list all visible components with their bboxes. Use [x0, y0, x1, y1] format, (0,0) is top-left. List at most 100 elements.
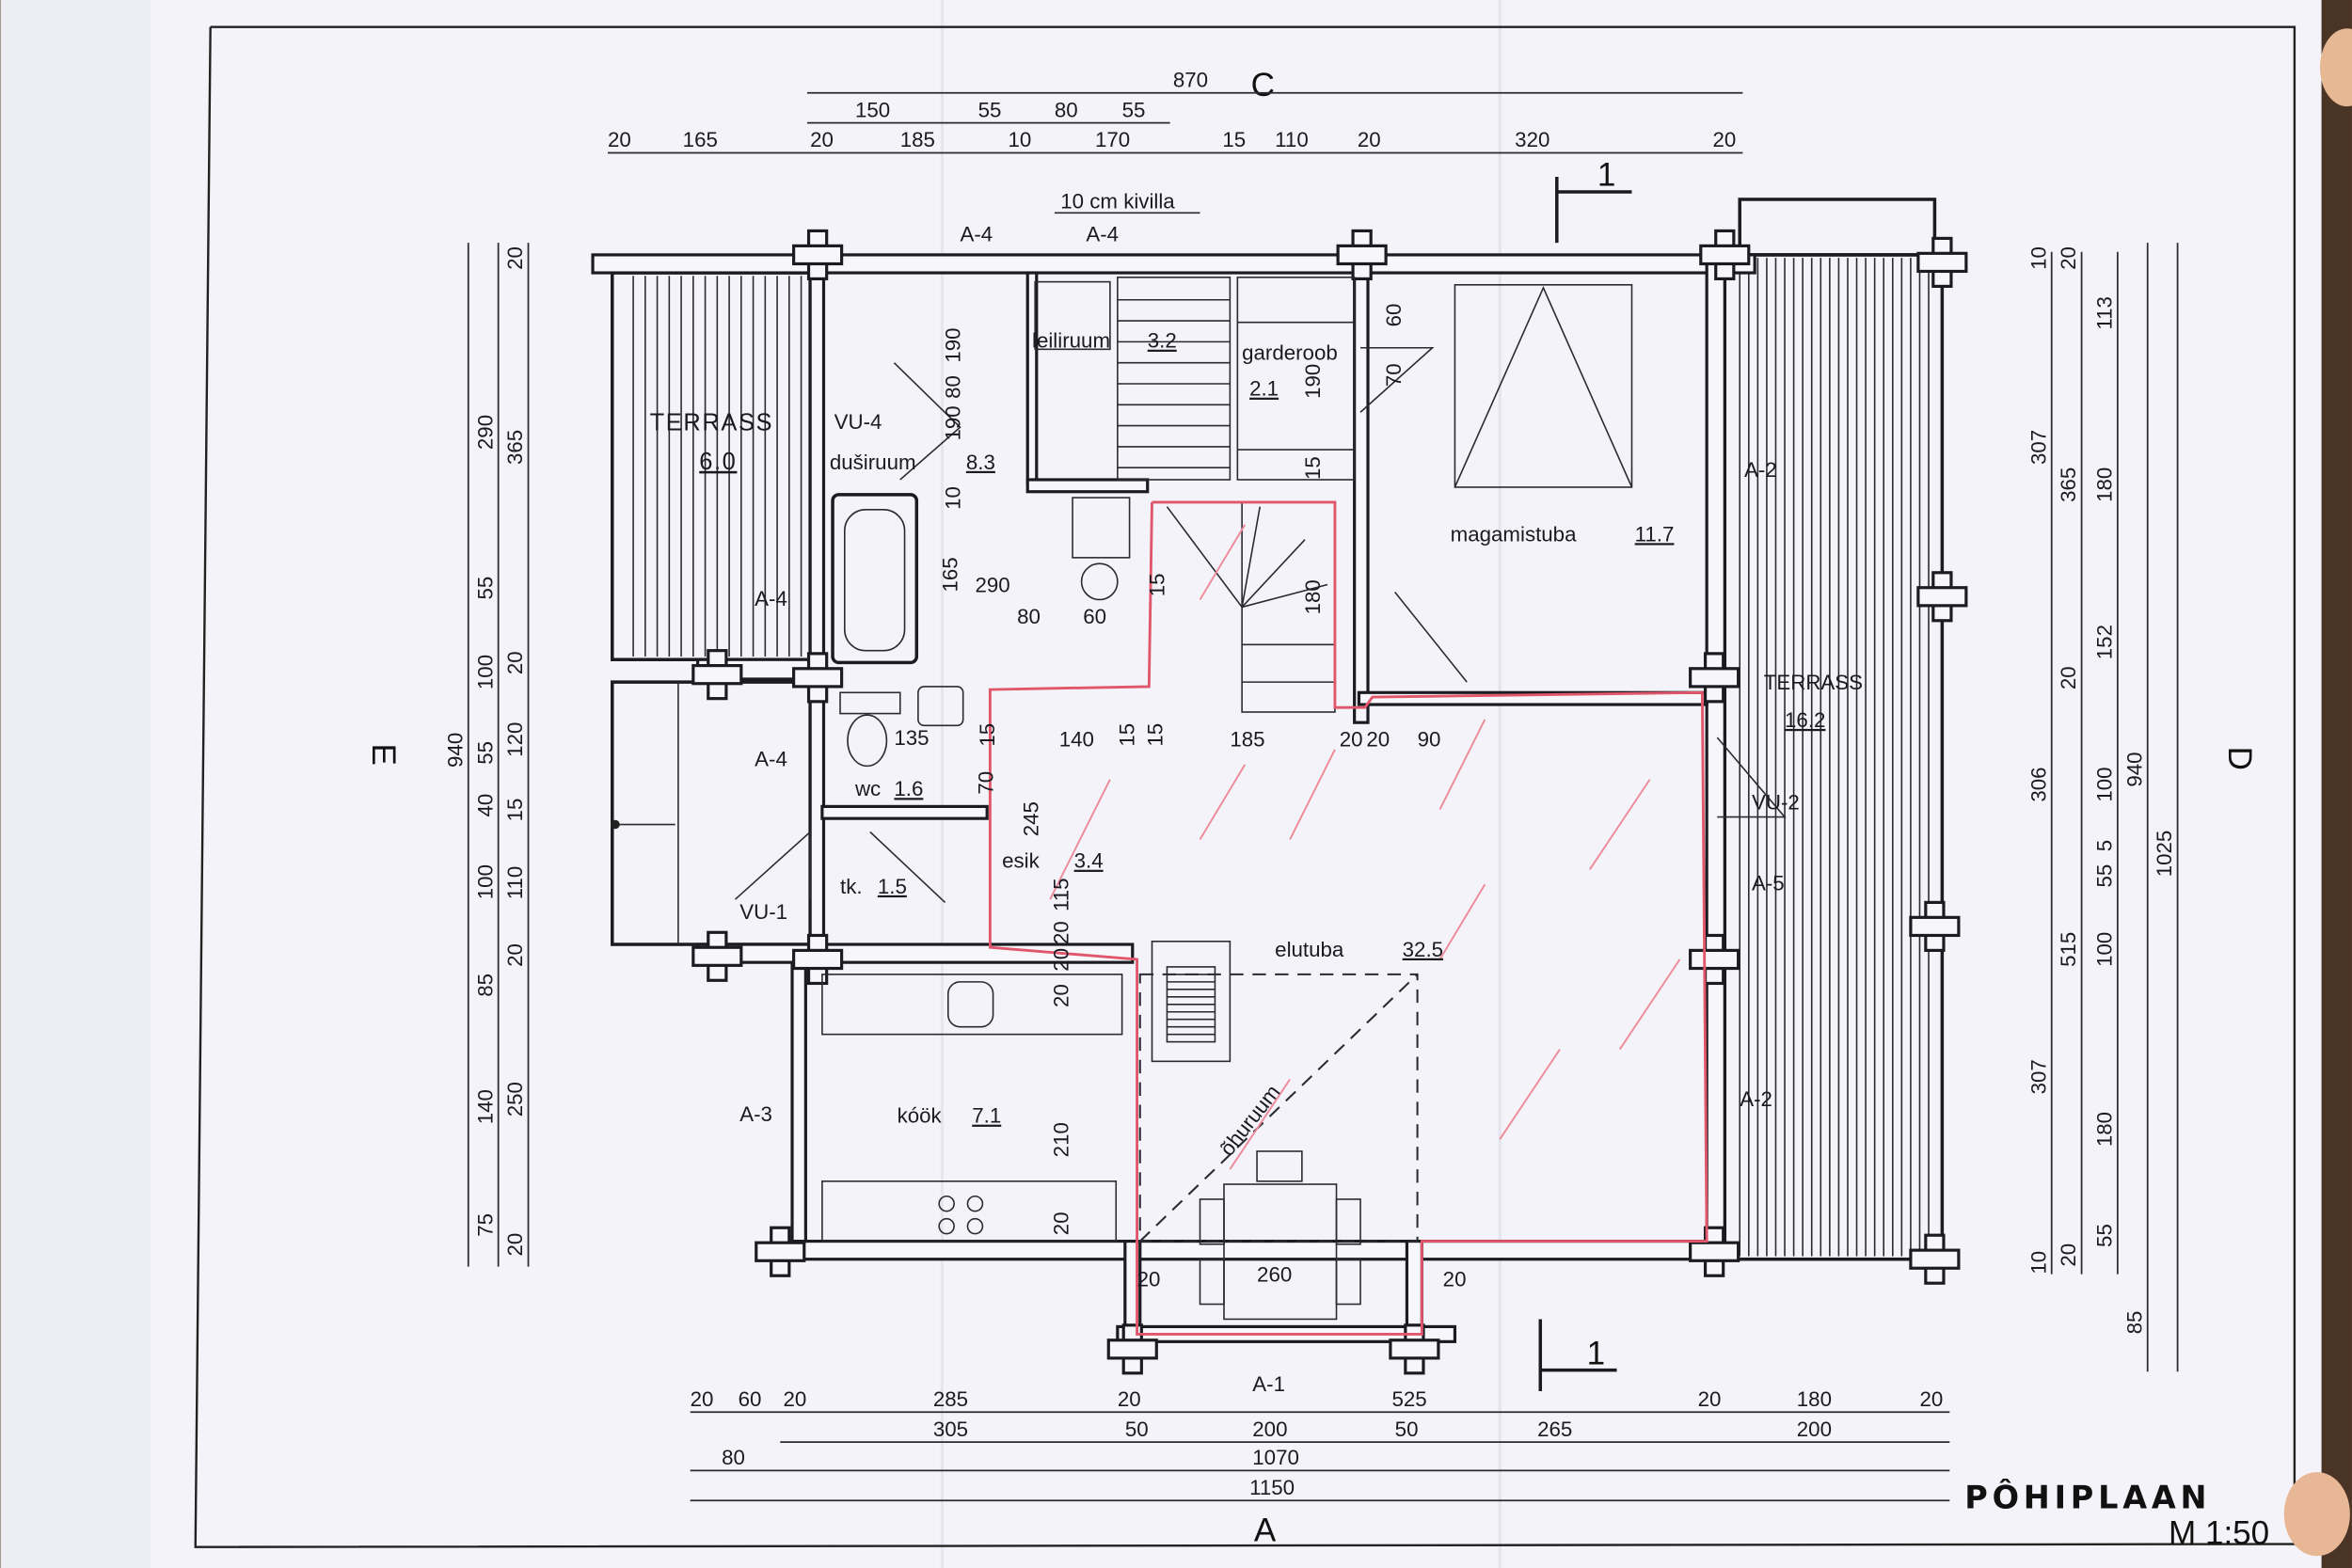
interior-dimension-value: 180: [1301, 579, 1325, 614]
dimension-value: 20: [810, 128, 834, 151]
dimension-value: 110: [1275, 128, 1309, 151]
window-label: A-4: [755, 587, 787, 610]
drawing-title: PÔHIPLAAN: [1964, 1478, 2211, 1515]
dimension-value: 150: [855, 98, 890, 121]
dimension-value: 1070: [1252, 1446, 1299, 1469]
dimension-value: 75: [473, 1213, 497, 1237]
interior-dimension-value: 70: [1382, 363, 1406, 387]
side-label-left: E: [365, 743, 402, 765]
dimension-value: 55: [2092, 864, 2116, 888]
dimension-value: 100: [2092, 932, 2116, 967]
open-void-outline: [1138, 973, 1419, 1243]
dimension-value: 20: [2057, 1243, 2080, 1267]
interior-dimension-value: 190: [942, 405, 965, 440]
insulation-note: 10 cm kivilla: [1060, 190, 1175, 214]
dimension-value: 20: [2057, 666, 2080, 689]
dimension-value: 15: [1222, 128, 1246, 151]
sink: [917, 686, 964, 727]
dimension-value: 185: [900, 128, 935, 151]
dimension-value: 140: [473, 1089, 497, 1124]
dimension-value: 55: [978, 98, 1002, 121]
dimension-value: 365: [2057, 467, 2080, 502]
wardrobe: [1236, 277, 1356, 481]
interior-dimension-value: 20: [1443, 1267, 1467, 1291]
dimension-value: 306: [2026, 767, 2050, 801]
toilet: [847, 714, 888, 768]
dimension-value: 180: [2092, 467, 2116, 502]
svg-text:1: 1: [1597, 157, 1616, 194]
bed: [1454, 284, 1633, 488]
dimension-value: 515: [2057, 932, 2080, 967]
dimension-value: 55: [473, 741, 497, 765]
svg-text:1: 1: [1587, 1335, 1605, 1371]
dimension-value: 110: [503, 866, 527, 900]
dimension-value: 50: [1125, 1418, 1149, 1441]
dimension-value: 40: [473, 794, 497, 817]
dimension-value: 265: [1537, 1418, 1572, 1441]
room-name: esik: [1002, 849, 1041, 873]
room-name: magamistuba: [1451, 522, 1577, 546]
interior-dimension-value: 60: [1382, 304, 1406, 327]
interior-dimension-value: 20: [1366, 728, 1390, 752]
window-label: A-4: [1086, 223, 1119, 246]
dimension-value: 50: [1395, 1418, 1419, 1441]
dimension-value: 120: [503, 722, 527, 757]
side-label-top: C: [1251, 67, 1275, 103]
interior-dimension-value: 15: [976, 723, 999, 747]
interior-dimension-value: 80: [942, 375, 965, 399]
fireplace: [1151, 941, 1232, 1063]
dimension-value: 200: [1797, 1418, 1832, 1441]
dimension-value: 55: [2092, 1224, 2116, 1247]
window-label: A-4: [755, 747, 787, 770]
dimension-value: 10: [1009, 128, 1032, 151]
dimension-value: 365: [503, 430, 527, 465]
interior-dimension-value: 185: [1230, 728, 1264, 752]
dimension-value: 20: [1919, 1387, 1943, 1411]
dimension-value: 85: [2122, 1311, 2146, 1335]
interior-dimension-value: 20: [1049, 948, 1073, 972]
dimension-value: 170: [1095, 128, 1130, 151]
walls: [591, 229, 1968, 1375]
dimension-value: 100: [2092, 767, 2116, 801]
window-label: A-2: [1740, 1087, 1772, 1111]
dimension-value: 80: [722, 1446, 745, 1469]
room-area: 16.2: [1785, 708, 1825, 732]
side-label-right: D: [2221, 747, 2258, 770]
dimension-value: 10: [2026, 246, 2050, 270]
dimension-value: 165: [683, 128, 718, 151]
room-area: 6.0: [699, 449, 737, 475]
room-area: 3.4: [1074, 849, 1104, 873]
finger: [2283, 1472, 2350, 1557]
interior-dimension-value: 245: [1019, 801, 1042, 836]
interior-dimension-value: 190: [1301, 364, 1325, 399]
room-name: kóök: [898, 1104, 943, 1128]
room-area: 1.5: [878, 875, 907, 898]
wood-table-edge: [2321, 0, 2352, 1568]
interior-dimension-value: 20: [1049, 921, 1073, 944]
interior-dimension-value: 20: [1049, 984, 1073, 1007]
dimension-value: 290: [473, 415, 497, 450]
dimension-value: 85: [473, 974, 497, 997]
dimension-value: 320: [1515, 128, 1549, 151]
window-label: A-1: [1252, 1372, 1285, 1396]
fixtures: [734, 277, 1787, 1321]
dimension-value: 5: [2092, 840, 2116, 851]
dimension-value: 100: [473, 864, 497, 899]
dimension-value: 152: [2092, 625, 2116, 659]
interior-dimension-value: 20: [1340, 728, 1363, 752]
room-area: 8.3: [966, 451, 995, 474]
interior-dimension-value: 290: [975, 574, 1009, 597]
dimension-value: 20: [1358, 128, 1381, 151]
interior-dimension-value: 80: [1017, 605, 1041, 628]
room-name: duširuum: [830, 451, 916, 474]
dimension-value: 55: [1122, 98, 1146, 121]
drawing-scale: M 1:50: [2169, 1515, 2269, 1552]
room-name: TERRASS: [1764, 671, 1863, 694]
window-label: A-5: [1752, 872, 1785, 895]
dimension-value: 180: [1797, 1387, 1832, 1411]
finger: [2319, 28, 2352, 107]
window-label: A-2: [1744, 458, 1777, 482]
